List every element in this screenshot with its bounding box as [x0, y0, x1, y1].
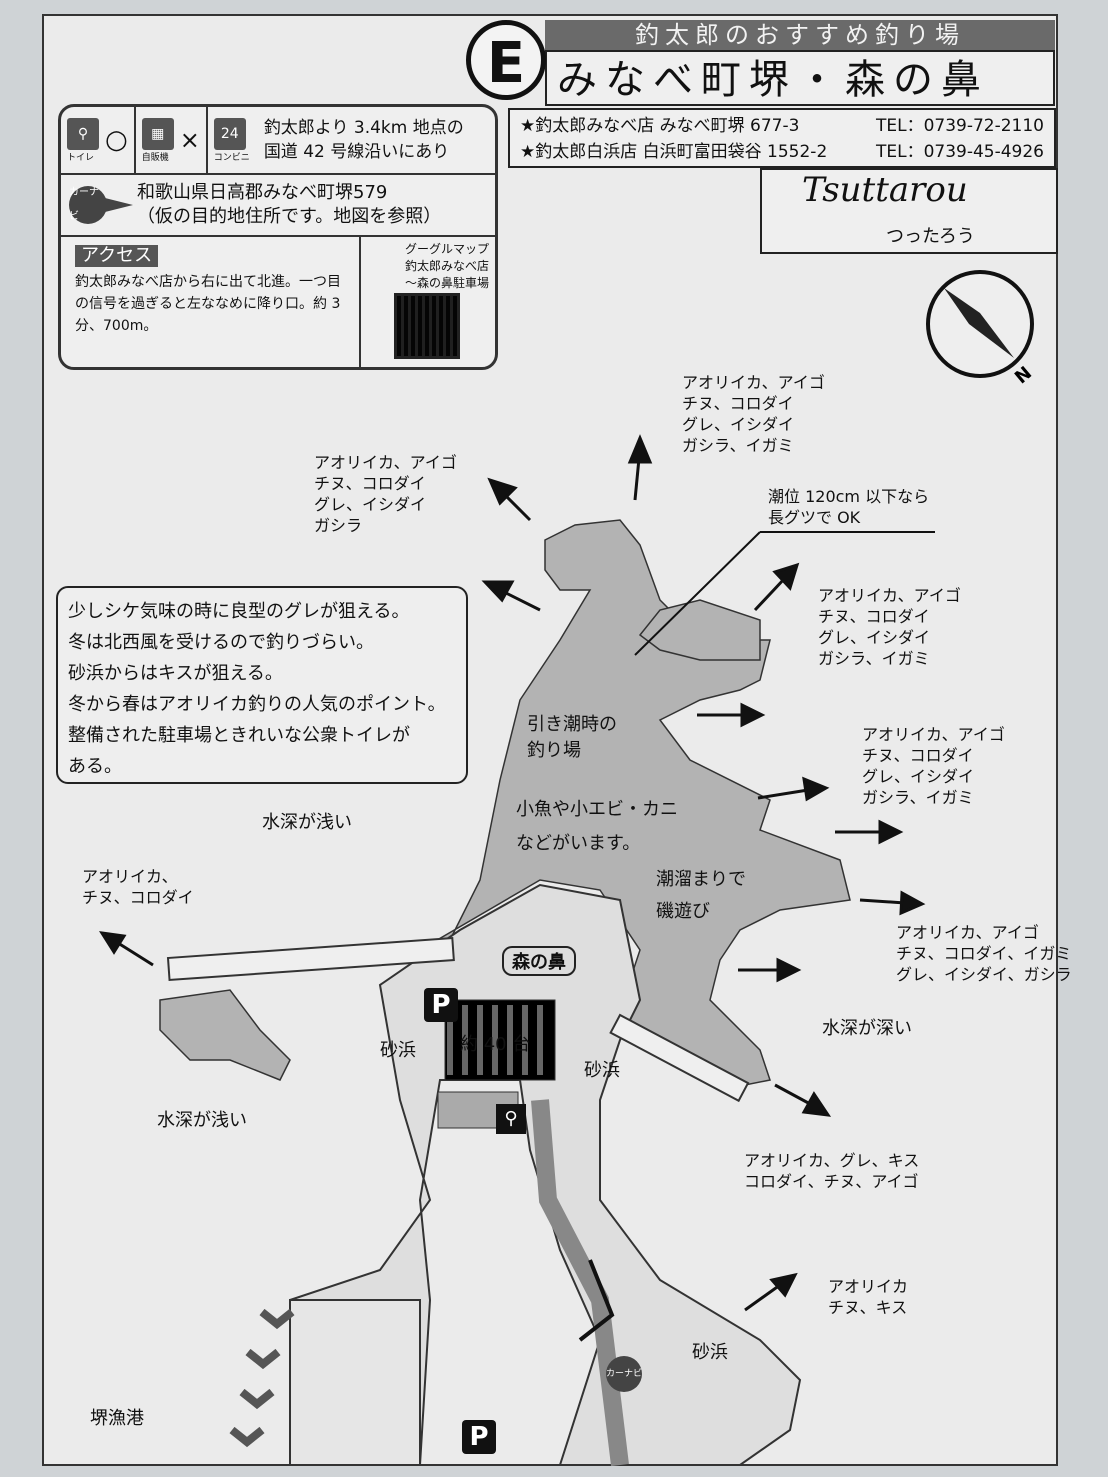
casting-arrows: [99, 434, 926, 1312]
access-text: 釣太郎みなべ店から右に出て北進。一つ目の信号を過ぎると左ななめに降り口。約 3 …: [75, 274, 341, 334]
route-arrow: [578, 1259, 615, 1342]
conbini-label: コンビニ: [213, 152, 250, 163]
gmap-label: 釣太郎みなべ店: [404, 259, 489, 273]
conbini-text: 釣太郎より 3.4km 地点の 国道 42 号線沿いにあり: [263, 118, 464, 162]
sand-beach-label: 砂浜: [380, 1040, 416, 1061]
shop-list: ★釣太郎みなべ店 みなべ町堺 677-3 TEL：0739-72-2110 ★釣太…: [508, 108, 1056, 168]
tidepool-label: 潮溜まりで 磯遊び: [656, 869, 746, 922]
tide-note: 潮位 120cm 以下なら 長グツで OK: [768, 487, 930, 527]
shop-row: ★釣太郎白浜店 白浜町富田袋谷 1552-2 TEL：0739-45-4926: [520, 139, 1044, 165]
shop-row: ★釣太郎みなべ店 みなべ町堺 677-3 TEL：0739-72-2110: [520, 113, 1044, 139]
vending-availability: ×: [179, 126, 200, 154]
note-line: 少しシケ気味の時に良型のグレが狙える。: [68, 601, 410, 622]
convenience-store-icon: 24: [213, 117, 246, 150]
navi-note: （仮の目的地住所です。地図を参照）: [137, 206, 442, 227]
navi-address: 和歌山県日高郡みなべ町堺579: [137, 182, 388, 203]
car-navi-icon: カーナビ: [69, 186, 133, 224]
notes-box: 少しシケ気味の時に良型のグレが狙える。冬は北西風を受けるので釣りづらい。砂浜から…: [56, 586, 468, 784]
note-line: 整備された駐車場ときれいな公衆トイレが: [68, 725, 410, 746]
low-tide-spot-label: 引き潮時の 釣り場: [527, 714, 617, 761]
compass-icon: N: [926, 270, 1036, 388]
shop-name: ★釣太郎みなべ店 みなべ町堺 677-3: [520, 116, 800, 136]
shop-tel: TEL：0739-45-4926: [875, 142, 1044, 162]
shop-tel: TEL：0739-72-2110: [875, 116, 1044, 136]
info-box: ⚲ トイレ ○ ▦ 自販機 × 24 コンビニ 釣太郎より 3.4km 地点の 国道 42 …: [58, 104, 498, 370]
fish-list: アオリイカ、アイゴ チヌ、コロダイ グレ、イシダイ ガシラ、イガミ: [682, 373, 825, 455]
note-line: 砂浜からはキスが狙える。: [68, 663, 283, 684]
shop-name: ★釣太郎白浜店 白浜町富田袋谷 1552-2: [520, 142, 828, 162]
vending-label: 自販機: [141, 152, 169, 163]
toilet-icon: ⚲: [496, 1104, 526, 1134]
small-fish-label: 小魚や小エビ・カニ などがいます。: [516, 799, 678, 854]
fish-list: アオリイカ チヌ、キス: [828, 1277, 909, 1317]
toilet-icon: ⚲: [67, 117, 99, 150]
note-line: 冬から春はアオリイカ釣りの人気のポイント。: [68, 694, 446, 715]
logo-text: Tsuttarou: [802, 170, 968, 210]
sand-beach-label: 砂浜: [692, 1342, 728, 1363]
tetrapods: [229, 1308, 295, 1448]
gmap-label: グーグルマップ: [404, 242, 489, 256]
east-breakwater: [609, 1013, 750, 1103]
series-title: 釣太郎のおすすめ釣り場: [545, 20, 1055, 50]
fish-list: アオリイカ、アイゴ チヌ、コロダイ グレ、イシダイ ガシラ: [314, 453, 457, 535]
access-section: アクセス釣太郎みなべ店から右に出て北進。一つ目の信号を過ぎると左ななめに降り口。…: [61, 237, 361, 367]
north-rock: [638, 599, 761, 661]
fish-list: アオリイカ、アイゴ チヌ、コロダイ、イガミ グレ、イシダイ、ガシラ: [896, 923, 1072, 984]
west-breakwater: [166, 937, 455, 982]
page-title: みなべ町堺・森の鼻: [545, 50, 1055, 106]
google-map-section: グーグルマップ釣太郎みなべ店〜森の鼻駐車場: [361, 237, 495, 367]
place-name-label: 森の鼻: [502, 946, 576, 976]
fish-list: アオリイカ、アイゴ チヌ、コロダイ グレ、イシダイ ガシラ、イガミ: [862, 725, 1005, 807]
deep-water-label: 水深が深い: [822, 1018, 912, 1039]
parking-stripes: [447, 1005, 543, 1075]
compass-north: N: [1011, 363, 1036, 388]
vending-cell: ▦ 自販機 ×: [136, 107, 208, 173]
fish-list: アオリイカ、グレ、キス コロダイ、チヌ、アイゴ: [744, 1151, 920, 1191]
toilet-cell: ⚲ トイレ ○: [61, 107, 136, 173]
tide-pointer-line: [634, 531, 761, 656]
sand-beach-label: 砂浜: [584, 1060, 620, 1081]
fish-list: アオリイカ、 チヌ、コロダイ: [82, 867, 194, 907]
qr-code[interactable]: [394, 293, 460, 359]
access-tag: アクセス: [75, 245, 159, 267]
logo-kana: つったろう: [886, 226, 975, 247]
cape-landmass: [399, 519, 851, 1091]
car-navi-pin-icon: カーナビ: [606, 1356, 642, 1392]
conbini-cell: 24 コンビニ 釣太郎より 3.4km 地点の 国道 42 号線沿いにあり: [208, 107, 478, 173]
vending-machine-icon: ▦: [141, 117, 174, 150]
note-line: 冬は北西風を受けるので釣りづらい。: [68, 632, 374, 653]
shallow-water-label: 水深が浅い: [157, 1110, 247, 1131]
car-navi-row: カーナビ和歌山県日高郡みなべ町堺579 （仮の目的地住所です。地図を参照）: [61, 175, 495, 237]
parking-capacity: 約 40 台: [460, 1034, 531, 1055]
west-rocks: [159, 989, 291, 1081]
harbor-lot: [289, 1299, 421, 1466]
parking-icon: P: [462, 1420, 496, 1454]
note-line: ある。: [68, 756, 122, 777]
area-badge: E: [466, 20, 546, 100]
brand-logo: Tsuttarou つったろう: [760, 168, 1058, 254]
parking-icon: P: [424, 988, 458, 1022]
gmap-label: 〜森の鼻駐車場: [404, 276, 489, 290]
toilet-label: トイレ: [67, 152, 95, 163]
fish-list: アオリイカ、アイゴ チヌ、コロダイ グレ、イシダイ ガシラ、イガミ: [818, 586, 961, 668]
fishing-port-label: 堺漁港: [90, 1408, 144, 1429]
shallow-water-label: 水深が浅い: [262, 812, 352, 833]
toilet-availability: ○: [105, 125, 128, 155]
